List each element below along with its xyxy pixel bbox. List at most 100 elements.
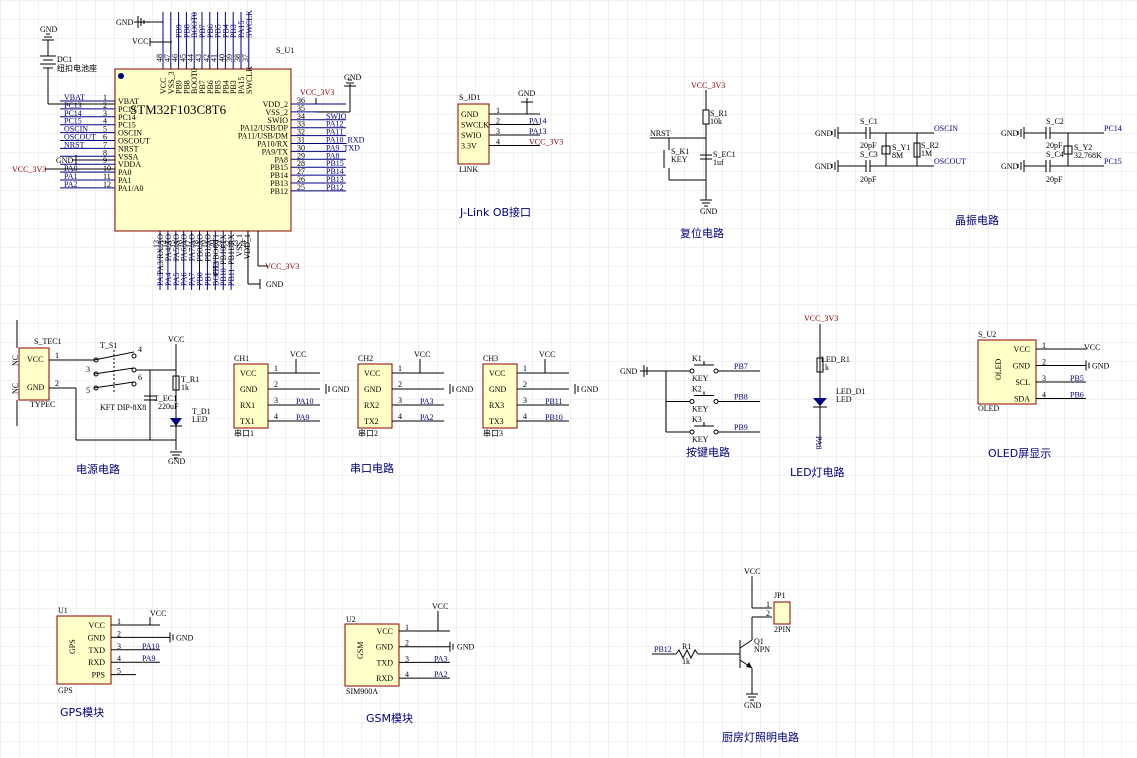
mcu-right-net-label: PB15 — [326, 159, 344, 168]
mcu-right-pin-name: PB12 — [270, 187, 288, 196]
jumper-2pin[interactable] — [773, 601, 791, 625]
reset-gnd: GND — [700, 207, 718, 216]
reset-c-ref: S_EC1 — [713, 150, 736, 159]
oled-net-label: PB6 — [1070, 391, 1084, 400]
power-nc-bot: NC — [11, 383, 20, 394]
xt2-gnd-top: GND — [1001, 129, 1019, 138]
mcu-bottom-pin-name: VDD_1 — [243, 234, 252, 259]
mcu-right-pin-num: 36 — [297, 96, 305, 105]
mcu-right-pin-num: 32 — [297, 128, 305, 137]
mcu-left-net-label: PA1 — [64, 172, 78, 181]
mcu-top-pin-num: 42 — [202, 54, 211, 62]
mcu-top-pin-name: PB3 — [229, 80, 238, 94]
mcu-top-pin-name: PB7 — [198, 80, 207, 94]
serial-net-label: PB10 — [545, 413, 563, 422]
power-num-1: 1 — [55, 351, 59, 360]
dip-switch[interactable] — [93, 350, 137, 394]
usb-c-connector[interactable] — [18, 347, 50, 401]
jlink-net-label: PA14 — [529, 117, 547, 126]
mcu-left-pin-name: PA0 — [118, 168, 132, 177]
serial-pin-num: 3 — [274, 396, 278, 405]
mcu-bottom-pin-num: 19 — [199, 240, 208, 248]
battery-gnd-label: GND — [40, 25, 58, 34]
gps-body[interactable] — [56, 615, 112, 685]
crystal-block: GND S_C1 20pF GND S_C3 20pF S_Y1 8M S_R2… — [815, 117, 1122, 227]
mcu-body[interactable] — [114, 68, 292, 232]
jlink-pin-name: GND — [461, 110, 479, 119]
mcu-bottom-net-label: BOOT1 — [211, 260, 220, 286]
gsm-body[interactable] — [344, 623, 400, 687]
mcu-right-pin-num: 29 — [297, 151, 305, 160]
mcu-left-pin-name: OSCIN — [118, 129, 142, 138]
mcu-right-vcc: VCC_3V3 — [300, 88, 334, 97]
gsm-pin-num: 1 — [405, 623, 409, 632]
serial-net-label: PA9 — [296, 413, 310, 422]
mcu-vdda-vcc: VCC_3V3 — [12, 165, 46, 174]
power-num-3: 3 — [86, 365, 90, 374]
xt1-crystal[interactable] — [881, 145, 891, 155]
serial-pin-num: 4 — [523, 412, 527, 421]
oled-gnd-label: GND — [1092, 362, 1110, 371]
mcu-right-pin-num: 30 — [297, 143, 305, 152]
power-r-ref: T_R1 — [181, 375, 199, 384]
mcu-right-net-label: PA10_RXD — [326, 136, 365, 145]
oled-pin-name: GND — [1013, 362, 1031, 371]
reset-key-label: KEY — [671, 155, 688, 164]
xt1-gnd-top: GND — [815, 129, 833, 138]
gsm-pin-num: 4 — [405, 670, 409, 679]
gps-pin-name: VCC — [89, 621, 105, 630]
kitchen-gnd: GND — [744, 701, 762, 710]
mcu-right-net-label: PA12 — [326, 120, 344, 129]
mcu-left-pin-name: PA1 — [118, 176, 132, 185]
mcu-right-pin-name: PA8 — [275, 155, 289, 164]
mcu-left-pin-num: 4 — [103, 117, 107, 126]
mcu-bottom-pin-name: PA3/RX/AO — [156, 234, 165, 275]
mcu-left-pin-num: 12 — [103, 180, 111, 189]
mcu-top-pin-name: VCC — [159, 78, 168, 94]
mcu-bottom-vcc: VCC_3V3 — [265, 262, 299, 271]
serial-pin-num: 1 — [523, 364, 527, 373]
mcu-left-pin-name: VDDA — [118, 160, 141, 169]
reset-block: VCC_3V3 S_R1 10k NRST S_K1 KEY S_EC1 1uf… — [650, 81, 736, 240]
mcu-right-net-label: PA8 — [326, 151, 340, 160]
gsm-vcc-label: VCC — [432, 602, 448, 611]
gps-title: GPS模块 — [60, 706, 104, 719]
mcu-bottom-net-label: PA3 — [156, 273, 165, 287]
gps-pin-name: GND — [88, 633, 106, 642]
jlink-body[interactable] — [457, 103, 490, 165]
serial-connector[interactable] — [233, 363, 269, 429]
mcu-top-net-label: PB4 — [221, 24, 230, 38]
led-r-ref: LED_R1 — [821, 355, 850, 364]
gps-pin-name: RXD — [88, 658, 105, 667]
mcu-bottom-net-label: PA7 — [188, 273, 197, 287]
serial-connector[interactable] — [357, 363, 393, 429]
mcu-left-pin-name: PC14 — [118, 113, 136, 122]
mcu-right-pin-num: 26 — [297, 175, 305, 184]
gsm-name: GSM — [356, 642, 365, 659]
mcu-left-pin-name: PA1/A0 — [118, 184, 144, 193]
serial-pin-num: 3 — [398, 396, 402, 405]
oled-body[interactable] — [977, 339, 1037, 405]
serial-pin-num: 1 — [274, 364, 278, 373]
xt1-resistor[interactable] — [913, 142, 921, 158]
xt1-oscin: OSCIN — [934, 124, 958, 133]
power-resistor[interactable] — [172, 375, 180, 391]
led-resistor[interactable] — [816, 357, 824, 373]
xt2-crystal[interactable] — [1063, 145, 1073, 155]
oled-footer: OLED — [978, 404, 1000, 413]
kitchen-resistor[interactable] — [675, 648, 699, 660]
gps-pin-name: PPS — [92, 671, 105, 680]
oled-ref: S_U2 — [978, 330, 996, 339]
mcu-bottom-net-label: PA4 — [164, 273, 173, 287]
mcu-left-pin-num: 5 — [103, 125, 107, 134]
mcu-top-vcc-label: VCC — [132, 37, 148, 46]
led-diode-icon — [813, 398, 827, 406]
serial-connector[interactable] — [482, 363, 518, 429]
mcu-bottom-pin-num: 23 — [231, 240, 240, 248]
power-gnd: GND — [168, 457, 186, 466]
power-num-5: 5 — [86, 386, 90, 395]
